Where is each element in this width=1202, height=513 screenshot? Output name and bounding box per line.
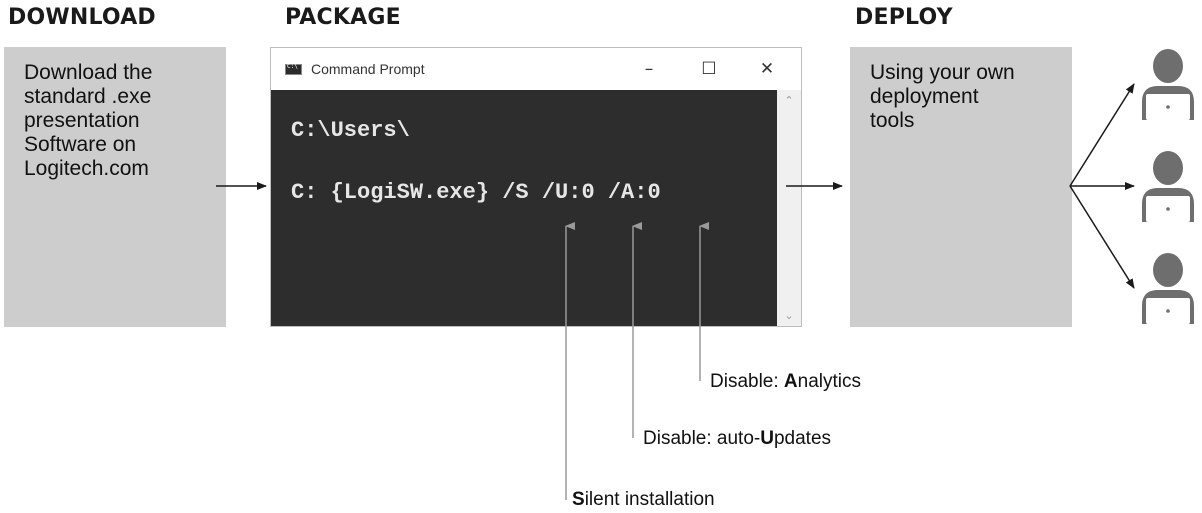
- annotation-silent-installation: Silent installation: [572, 489, 715, 510]
- window-title: Command Prompt: [311, 61, 425, 77]
- heading-deploy: DEPLOY: [855, 5, 953, 30]
- arrow-deploy-to-user-1: [1069, 83, 1135, 187]
- annotation-analytics: Disable: Analytics: [710, 371, 862, 392]
- cmd-window-icon: [285, 63, 302, 75]
- arrow-deploy-to-user-3: [1069, 185, 1135, 289]
- user-laptop-icon: [1142, 49, 1194, 120]
- console-line-path: C:\Users\: [291, 118, 410, 143]
- scroll-down-icon[interactable]: ⌄: [784, 309, 794, 322]
- vertical-scrollbar[interactable]: ⌃ ⌄: [777, 90, 801, 326]
- minimize-button[interactable]: –: [644, 59, 654, 79]
- user-laptop-icon: [1142, 253, 1194, 324]
- download-box: Download the standard .exe presentation …: [4, 47, 226, 327]
- scroll-up-icon[interactable]: ⌃: [784, 94, 794, 107]
- command-prompt-window: Command Prompt – ☐ ✕ C:\Users\ C: {LogiS…: [270, 47, 802, 327]
- heading-package: PACKAGE: [285, 5, 401, 30]
- deploy-box-text: Using your own deployment tools: [870, 61, 1015, 132]
- annotation-auto-updates: Disable: auto-Updates: [643, 428, 832, 449]
- console-line-command: C: {LogiSW.exe} /S /U:0 /A:0: [291, 180, 661, 205]
- user-laptop-icon: [1142, 151, 1194, 222]
- deploy-box: Using your own deployment tools: [850, 47, 1072, 327]
- window-titlebar: Command Prompt – ☐ ✕: [271, 48, 801, 90]
- download-box-text: Download the standard .exe presentation …: [24, 61, 153, 180]
- heading-download: DOWNLOAD: [8, 5, 156, 30]
- close-button[interactable]: ✕: [759, 59, 775, 79]
- maximize-button[interactable]: ☐: [701, 59, 717, 79]
- console-area[interactable]: C:\Users\ C: {LogiSW.exe} /S /U:0 /A:0: [271, 90, 777, 326]
